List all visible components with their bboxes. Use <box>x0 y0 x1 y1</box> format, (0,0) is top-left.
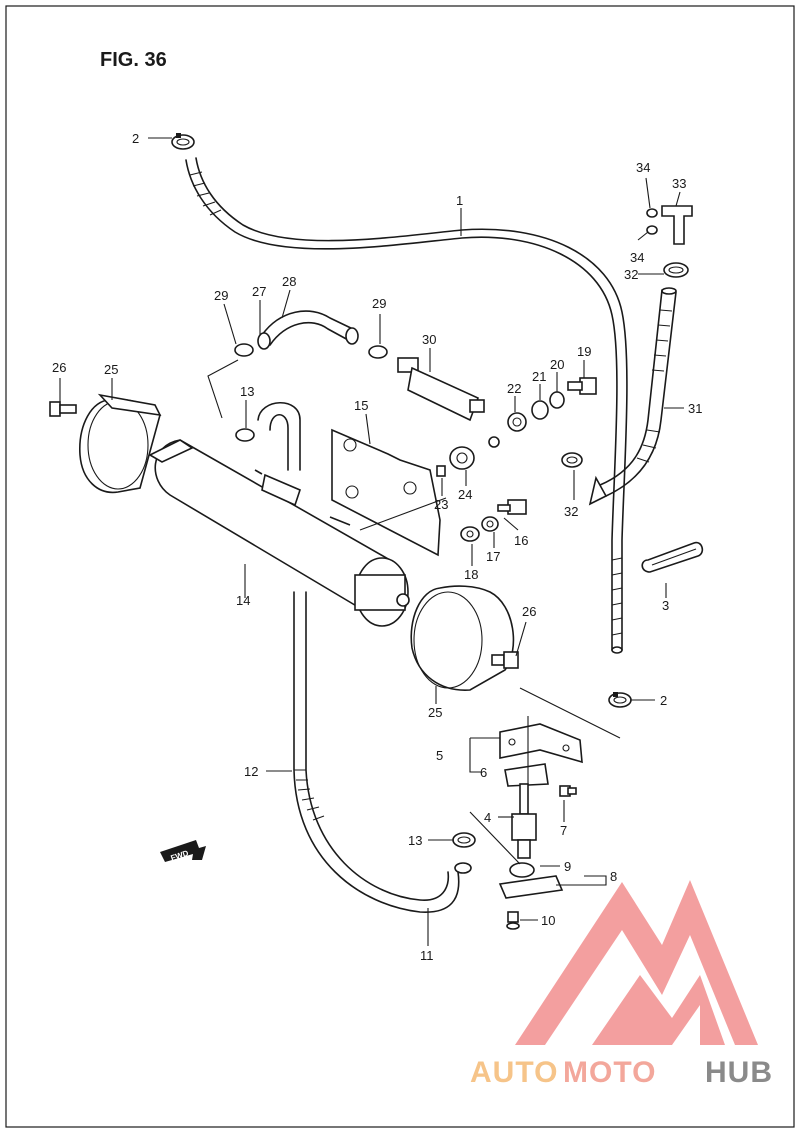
part-21-washer <box>531 400 549 420</box>
part-13-clamp-lower <box>452 832 476 848</box>
page-border <box>5 5 795 1128</box>
callout-19: 19 <box>577 344 591 359</box>
watermark-text-moto: MOTO <box>563 1056 656 1089</box>
callout-34b: 34 <box>630 250 644 265</box>
callout-33: 33 <box>672 176 686 191</box>
callout-13b: 13 <box>408 833 422 848</box>
callout-2b: 2 <box>660 693 667 708</box>
watermark-text: AUTO MOTO HUB <box>470 1056 773 1089</box>
callout-17: 17 <box>486 549 500 564</box>
callout-21: 21 <box>532 369 546 384</box>
callout-14: 14 <box>236 593 250 608</box>
figure-title: FIG. 36 <box>100 49 167 71</box>
part-26-right-bolt <box>491 651 519 669</box>
part-7-screw <box>559 785 577 797</box>
part-24-grommet <box>449 446 475 470</box>
part-31-right-hose <box>588 287 677 506</box>
part-5-bracket <box>499 723 583 764</box>
part-10-screw <box>506 911 520 930</box>
part-32-clamp-top <box>663 262 689 278</box>
callout-13a: 13 <box>240 384 254 399</box>
callout-5: 5 <box>436 748 443 763</box>
part-29-clamp-left <box>234 343 254 357</box>
part-4-damper <box>511 783 537 859</box>
callout-25a: 25 <box>104 362 118 377</box>
part-15-bracket <box>331 428 441 557</box>
forward-arrow-icon: FWD <box>160 840 206 863</box>
watermark-logo <box>515 880 758 1045</box>
part-28-upper-hose <box>257 310 359 350</box>
callout-1: 1 <box>456 193 463 208</box>
callout-27: 27 <box>252 284 266 299</box>
part-3-clip <box>641 541 704 573</box>
part-29-clamp-right <box>368 345 388 359</box>
part-14-canister <box>148 439 410 627</box>
callout-23: 23 <box>434 497 448 512</box>
part-22-washer <box>507 412 527 432</box>
callout-30: 30 <box>422 332 436 347</box>
callout-10: 10 <box>541 913 555 928</box>
part-20-washer <box>549 391 565 409</box>
part-8-bracket <box>498 875 564 899</box>
callout-32b: 32 <box>564 504 578 519</box>
callout-31: 31 <box>688 401 702 416</box>
callout-4: 4 <box>484 810 491 825</box>
part-25-left-cap <box>79 393 162 494</box>
watermark-text-auto: AUTO <box>470 1056 558 1089</box>
callout-leaders <box>59 137 684 946</box>
part-30-valve <box>397 357 500 448</box>
callout-20: 20 <box>550 357 564 372</box>
assembly-lines <box>207 359 621 865</box>
part-13-elbow-hose-top <box>235 401 301 471</box>
callout-2a: 2 <box>132 131 139 146</box>
part-23-bolt <box>436 465 446 477</box>
callout-22: 22 <box>507 381 521 396</box>
callout-7: 7 <box>560 823 567 838</box>
callout-26b: 26 <box>522 604 536 619</box>
callout-18: 18 <box>464 567 478 582</box>
callout-32a: 32 <box>624 267 638 282</box>
part-26-left-bolt <box>49 401 77 417</box>
callout-28: 28 <box>282 274 296 289</box>
part-18-washer <box>460 526 480 542</box>
part-16-bolt <box>497 499 527 515</box>
part-2-clamp-top <box>171 133 195 150</box>
callout-labels: 1 2 2 3 4 5 6 7 8 9 10 11 12 13 13 14 15… <box>52 131 702 963</box>
callout-3: 3 <box>662 598 669 613</box>
part-17-washer <box>481 516 499 532</box>
part-6-bracket <box>504 763 549 787</box>
part-9-cushion <box>509 862 535 878</box>
watermark-text-hub: HUB <box>705 1056 773 1089</box>
callout-29b: 29 <box>372 296 386 311</box>
callout-8: 8 <box>610 869 617 884</box>
callout-25b: 25 <box>428 705 442 720</box>
part-12-lower-hose <box>293 591 460 913</box>
callout-16: 16 <box>514 533 528 548</box>
callout-6: 6 <box>480 765 487 780</box>
callout-9: 9 <box>564 859 571 874</box>
callout-12: 12 <box>244 764 258 779</box>
callout-24: 24 <box>458 487 472 502</box>
part-33-t-joint <box>646 205 693 245</box>
callout-34a: 34 <box>636 160 650 175</box>
callout-29a: 29 <box>214 288 228 303</box>
part-25-right-cap <box>410 585 515 691</box>
part-11-elbow <box>454 862 472 874</box>
part-1-fuel-hose <box>185 157 628 654</box>
part-2-clamp-lower <box>608 692 632 708</box>
part-19-bolt <box>567 377 597 395</box>
callout-11: 11 <box>420 948 434 963</box>
callout-26a: 26 <box>52 360 66 375</box>
callout-15: 15 <box>354 398 368 413</box>
part-32-clamp-mid <box>561 452 583 468</box>
